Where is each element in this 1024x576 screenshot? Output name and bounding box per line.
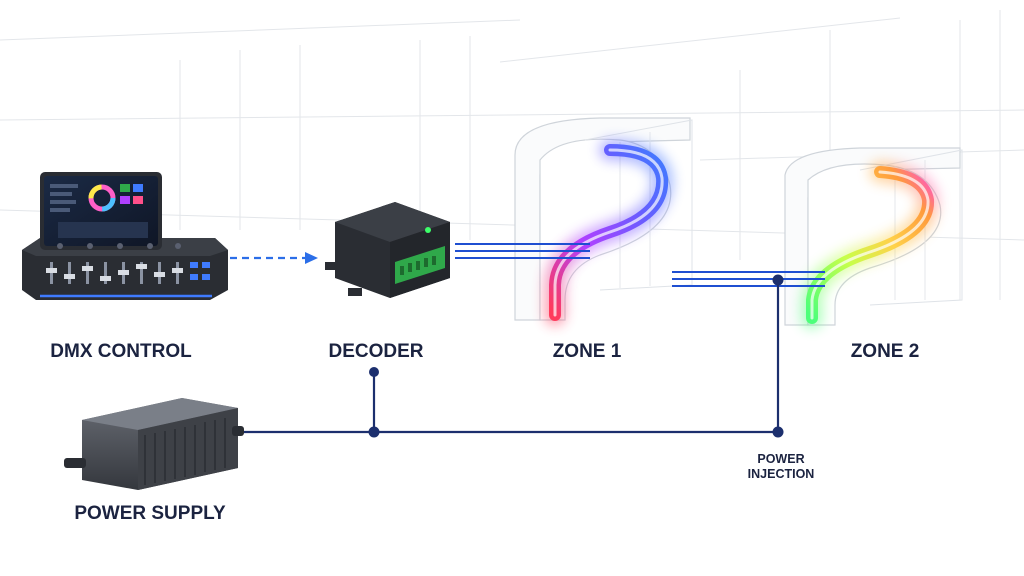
junction-dot-injection-top bbox=[772, 274, 784, 286]
power-supply-unit-icon bbox=[64, 398, 244, 490]
decoder-box-icon bbox=[325, 202, 450, 298]
label-power-injection-line2: INJECTION bbox=[748, 467, 815, 481]
dmx-console-icon bbox=[22, 172, 228, 300]
junction-dot-injection-bottom bbox=[772, 426, 784, 438]
power-wiring bbox=[240, 280, 780, 434]
label-power-supply: POWER SUPPLY bbox=[74, 503, 226, 524]
label-zone2: ZONE 2 bbox=[851, 341, 920, 362]
label-zone1: ZONE 1 bbox=[553, 341, 622, 362]
dmx-signal-arrow bbox=[218, 252, 318, 264]
label-decoder: DECODER bbox=[328, 341, 423, 362]
junction-dot-decoder-top bbox=[369, 367, 379, 377]
arrow-right-icon bbox=[305, 252, 318, 264]
signal-lines-zone1-to-zone2 bbox=[672, 271, 825, 287]
label-power-injection-line1: POWER bbox=[757, 452, 804, 466]
signal-lines-decoder-to-zone1 bbox=[455, 243, 590, 259]
label-dmx-control: DMX CONTROL bbox=[50, 341, 192, 362]
junction-dot-decoder-bottom bbox=[368, 426, 380, 438]
